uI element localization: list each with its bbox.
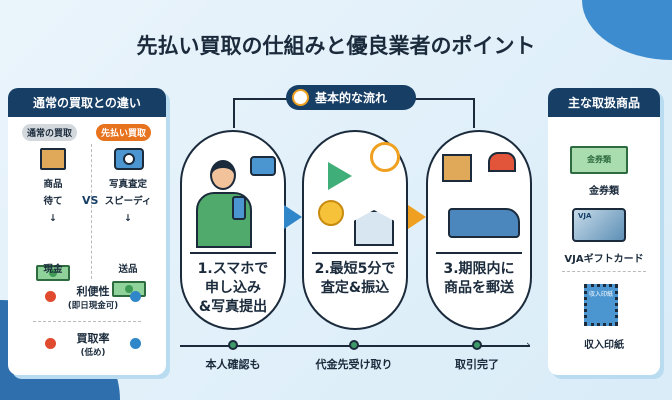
row-label: 買取率 bbox=[76, 332, 110, 345]
divider bbox=[91, 144, 92, 279]
flow-header: 基本的な流れ bbox=[286, 85, 416, 110]
products-panel: 主な取扱商品 金券類 金券類 VJA VJAギフトカード 収入印紙 収入印紙 bbox=[548, 88, 660, 375]
step-1-card: 1.スマホで 申し込み &写真提出 bbox=[180, 130, 286, 330]
gift-voucher-icon: 金券類 bbox=[570, 146, 628, 174]
step-2-card: 2.最短5分で 査定&振込 bbox=[302, 130, 408, 330]
normal-purchase-label: 通常の買取 bbox=[22, 124, 78, 141]
divider bbox=[562, 271, 646, 272]
product-label: 収入印紙 bbox=[584, 340, 624, 351]
clock-icon bbox=[292, 89, 309, 106]
camera-icon bbox=[114, 148, 144, 170]
step-1-label: 1.スマホで 申し込み &写真提出 bbox=[197, 261, 269, 315]
coin-icon bbox=[318, 200, 344, 226]
step-2-label: 2.最短5分で 査定&振込 bbox=[314, 261, 396, 296]
normal-step: 現金 bbox=[43, 264, 63, 275]
timeline-arrowhead-icon: › bbox=[526, 338, 531, 351]
step-3-label: 3.期限内に 商品を郵送 bbox=[443, 261, 515, 296]
blue-dot-icon bbox=[130, 338, 141, 349]
timeline-label: 取引完了 bbox=[455, 358, 499, 371]
divider bbox=[33, 321, 141, 322]
clock-icon bbox=[370, 142, 400, 172]
comparison-header: 通常の買取との違い bbox=[8, 88, 166, 117]
blue-dot-icon bbox=[130, 291, 141, 302]
box-icon bbox=[40, 148, 66, 170]
camera-icon bbox=[250, 156, 276, 176]
flow-title: 基本的な流れ bbox=[315, 91, 388, 105]
cash-icon bbox=[36, 265, 70, 281]
row-sub: (低め) bbox=[80, 348, 106, 358]
red-dot-icon bbox=[45, 338, 56, 349]
box-icon bbox=[442, 154, 472, 182]
truck-icon bbox=[448, 208, 520, 238]
timeline-label: 代金先受け取り bbox=[315, 358, 393, 371]
red-dot-icon bbox=[45, 291, 56, 302]
arrow-right-icon bbox=[408, 205, 426, 229]
vja-card-icon: VJA bbox=[572, 208, 626, 242]
mailbox-icon bbox=[488, 152, 516, 172]
arrow-down-icon: ↓ bbox=[49, 213, 57, 224]
revenue-stamp-icon: 収入印紙 bbox=[584, 284, 618, 326]
timeline-dot bbox=[228, 340, 238, 350]
comparison-panel: 通常の買取との違い 通常の買取 先払い買取 商品 待て ↓ 写真査定 スピーディ… bbox=[8, 88, 166, 375]
timeline-dot bbox=[472, 340, 482, 350]
prepay-step: スピーディ bbox=[104, 196, 152, 207]
arrow-right-icon bbox=[328, 162, 352, 190]
row-sub: (即日現金可) bbox=[67, 301, 119, 311]
page-title: 先払い買取の仕組みと優良業者のポイント bbox=[136, 34, 536, 58]
timeline-dot bbox=[349, 340, 359, 350]
arrow-right-icon bbox=[284, 205, 302, 229]
bank-icon bbox=[354, 210, 394, 246]
normal-step: 待て bbox=[43, 196, 63, 207]
products-header: 主な取扱商品 bbox=[548, 88, 660, 117]
vs-label: VS bbox=[82, 194, 99, 207]
product-label: 金券類 bbox=[589, 186, 619, 197]
product-label: VJAギフトカード bbox=[564, 254, 644, 265]
normal-step: 商品 bbox=[43, 179, 63, 190]
person-phone-illustration bbox=[196, 160, 256, 248]
prepay-step: 写真査定 bbox=[108, 179, 147, 190]
prepay-step: 送品 bbox=[118, 264, 138, 275]
timeline-label: 本人確認も bbox=[205, 358, 261, 371]
arrow-down-icon: ↓ bbox=[124, 213, 132, 224]
prepay-purchase-label: 先払い買取 bbox=[96, 124, 152, 141]
step-3-card: 3.期限内に 商品を郵送 bbox=[426, 130, 532, 330]
row-label: 利便性 bbox=[76, 285, 110, 298]
